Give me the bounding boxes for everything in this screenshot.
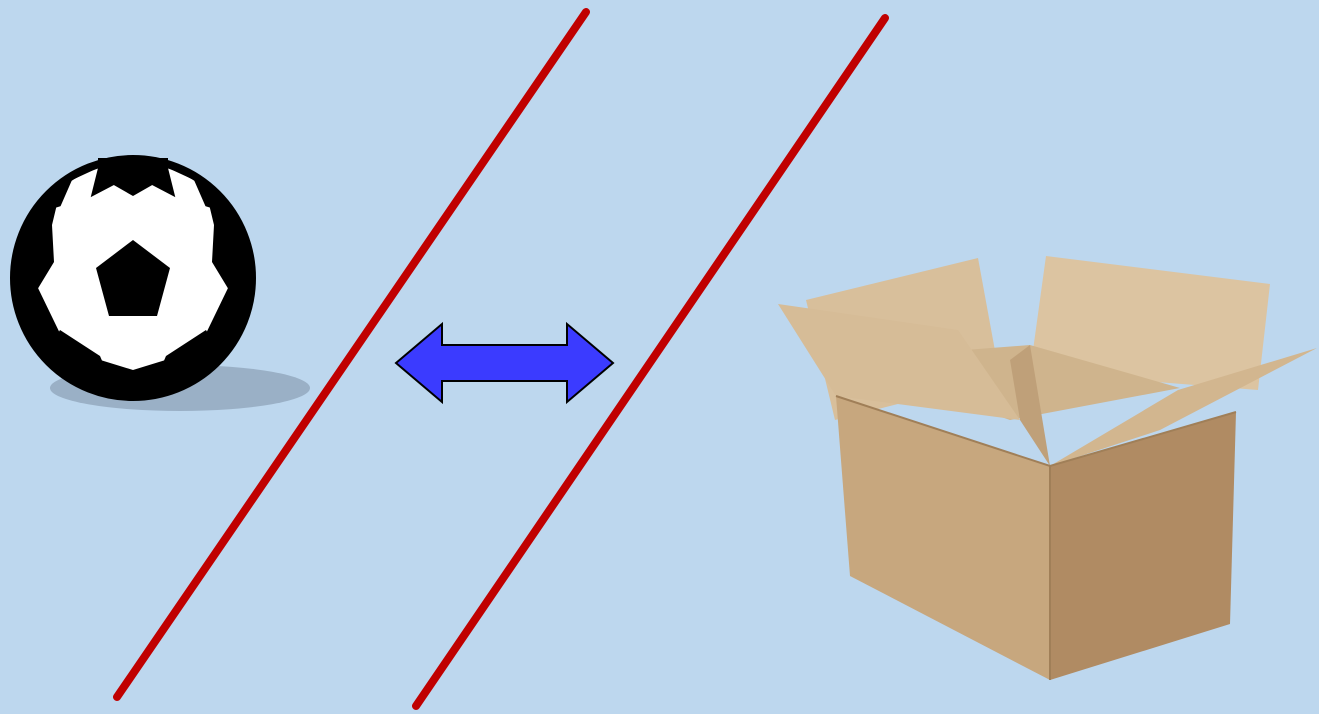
diagram-canvas — [0, 0, 1319, 714]
